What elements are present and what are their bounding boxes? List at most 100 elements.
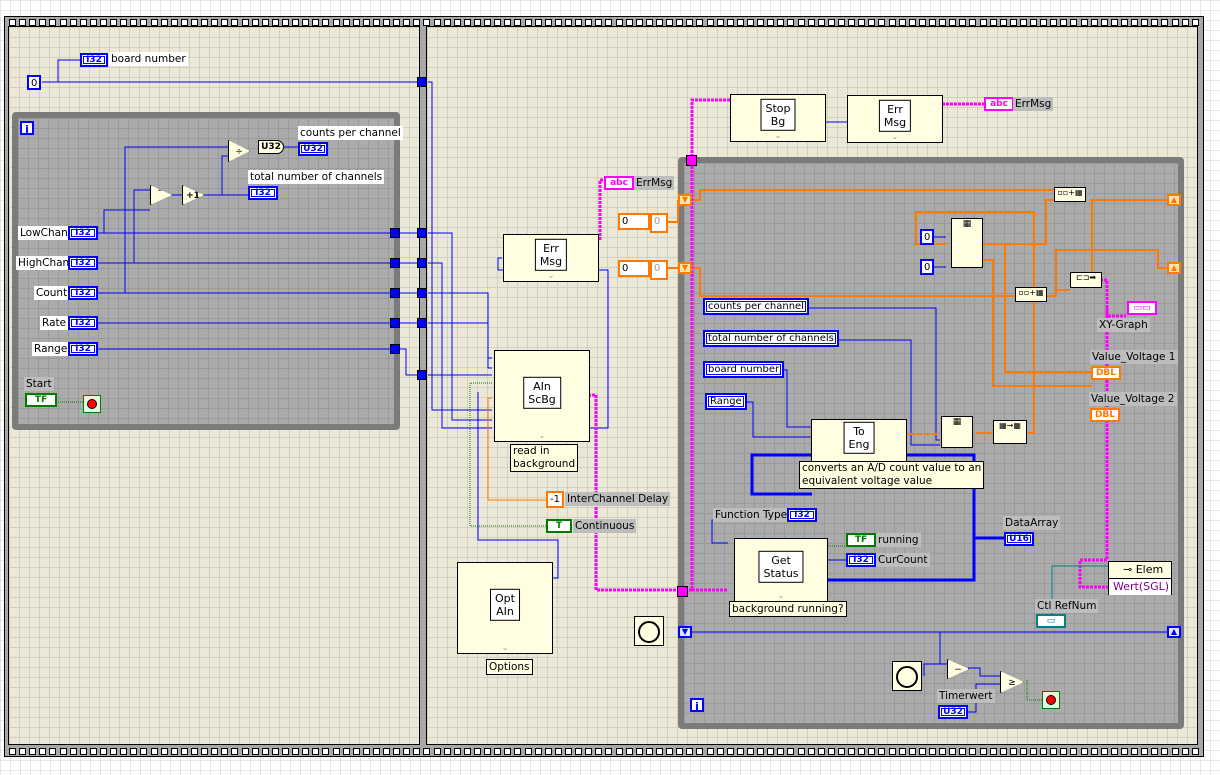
shift-register-right-1[interactable]: ▲: [1167, 194, 1181, 206]
filmstrip-hole: [949, 18, 957, 26]
filmstrip-hole: [928, 747, 936, 755]
total-channels-local-var[interactable]: total number of channels: [703, 330, 839, 347]
filmstrip-hole: [999, 747, 1007, 755]
errmsg-indicator-2[interactable]: abc: [984, 97, 1014, 111]
curcount-indicator[interactable]: I32: [846, 553, 876, 567]
filmstrip-hole: [443, 747, 451, 755]
filmstrip-hole: [231, 747, 239, 755]
filmstrip-hole: [676, 18, 684, 26]
filmstrip-hole: [110, 747, 118, 755]
range-control[interactable]: I32: [68, 342, 98, 356]
shift-register-right-2[interactable]: ▲: [1167, 262, 1181, 274]
err-msg-subvi-1[interactable]: Err Msg ⌄: [503, 234, 599, 282]
filmstrip-hole: [544, 18, 552, 26]
filmstrip-hole: [666, 747, 674, 755]
filmstrip-hole: [635, 18, 643, 26]
shift-register-timer-left[interactable]: ▼: [678, 626, 692, 638]
filmstrip-hole: [474, 747, 482, 755]
ain-scbg-subvi[interactable]: AIn ScBg ⌄: [494, 350, 590, 442]
to-eng-subvi[interactable]: To Eng: [811, 419, 907, 463]
filmstrip-hole: [827, 747, 835, 755]
filmstrip-hole: [484, 18, 492, 26]
stop-bg-subvi[interactable]: Stop Bg ⌄: [730, 94, 826, 142]
data-array-indicator[interactable]: U16: [1004, 532, 1034, 546]
shift-register-timer-right[interactable]: ▲: [1167, 626, 1181, 638]
shift-register-const-1[interactable]: 0: [618, 213, 650, 230]
property-node-header: ⊸ Elem: [1109, 562, 1171, 579]
property-value-sgl[interactable]: Wert(SGL): [1109, 579, 1171, 595]
get-status-subvi[interactable]: Get Status ⌄: [734, 538, 828, 602]
filmstrip-hole: [736, 747, 744, 755]
filmstrip-hole: [453, 747, 461, 755]
continuous-constant[interactable]: T: [546, 519, 572, 533]
filmstrip-hole: [251, 18, 259, 26]
counts-per-channel-local-var[interactable]: counts per channel: [703, 298, 809, 315]
lowchan-control[interactable]: I32: [68, 226, 98, 240]
function-type-control[interactable]: I32: [787, 508, 817, 522]
timerwert-control[interactable]: U32: [938, 705, 968, 719]
rate-control[interactable]: I32: [68, 316, 98, 330]
errmsg-indicator-1[interactable]: abc: [604, 176, 634, 190]
filmstrip-hole: [524, 18, 532, 26]
total-channels-local[interactable]: I32: [248, 186, 278, 200]
while-loop-1[interactable]: [12, 112, 400, 430]
property-class: Elem: [1135, 563, 1164, 576]
filmstrip-hole: [19, 18, 27, 26]
value-voltage-1-indicator[interactable]: DBL: [1091, 366, 1121, 380]
counts-per-channel-local[interactable]: U32: [298, 142, 328, 156]
tick-count-icon[interactable]: [634, 616, 664, 646]
ctl-refnum-control[interactable]: ▭: [1036, 614, 1066, 628]
build-array-node-2[interactable]: ▫▫+▦: [1015, 287, 1047, 302]
range-local-var[interactable]: Range: [705, 393, 747, 410]
filmstrip-hole: [767, 747, 775, 755]
board-number-local-var[interactable]: board number: [703, 361, 785, 378]
filmstrip-hole: [1040, 747, 1048, 755]
filmstrip-hole: [231, 18, 239, 26]
board-number-local-terminal[interactable]: I32: [80, 53, 108, 67]
expand-chevron-icon: ⌄: [501, 643, 509, 652]
index-constant-1[interactable]: 0: [920, 229, 934, 245]
curcount-label: CurCount: [876, 553, 930, 567]
build-array-node-1[interactable]: ▫▫+▦: [1054, 187, 1086, 202]
tunnel-range: [390, 344, 400, 354]
interchannel-delay-constant[interactable]: -1: [546, 491, 564, 508]
filmstrip-hole: [554, 18, 562, 26]
filmstrip-hole: [39, 18, 47, 26]
filmstrip-hole: [1151, 18, 1159, 26]
filmstrip-hole: [150, 18, 158, 26]
filmstrip-hole: [332, 18, 340, 26]
opt-ain-subvi[interactable]: Opt AIn ⌄: [457, 562, 553, 654]
tick-count-icon-loop[interactable]: [892, 661, 922, 691]
to-u32-node[interactable]: U32: [258, 140, 284, 154]
shift-register-const-2[interactable]: 0: [618, 260, 650, 277]
ain-scbg-caption: read in background: [510, 444, 579, 472]
index-array-node[interactable]: ▦: [951, 218, 983, 268]
reshape-array-node[interactable]: ▦: [941, 416, 973, 448]
index-constant-2[interactable]: 0: [920, 259, 934, 275]
err-msg-subvi-2[interactable]: Err Msg ⌄: [847, 95, 943, 143]
filmstrip-hole: [848, 747, 856, 755]
count-control[interactable]: I32: [68, 286, 98, 300]
running-indicator[interactable]: TF: [846, 533, 876, 547]
shift-register-left-2[interactable]: ▼: [678, 262, 692, 274]
xy-graph-terminal[interactable]: ▭▭: [1127, 301, 1157, 315]
filmstrip-hole: [787, 18, 795, 26]
shift-register-left-1[interactable]: ▼: [678, 194, 692, 206]
start-control[interactable]: TF: [25, 393, 57, 407]
filmstrip-hole: [372, 747, 380, 755]
board-number-constant[interactable]: 0: [27, 75, 41, 90]
property-node[interactable]: ⊸ Elem Wert(SGL): [1108, 561, 1172, 595]
filmstrip-hole: [1151, 747, 1159, 755]
filmstrip-hole: [989, 18, 997, 26]
board-number-label: board number: [109, 52, 188, 66]
highchan-control[interactable]: I32: [68, 256, 98, 270]
bundle-node[interactable]: ⊏⊐➡: [1070, 272, 1102, 288]
filmstrip-hole: [453, 18, 461, 26]
value-voltage-2-indicator[interactable]: DBL: [1090, 408, 1120, 422]
loop-stop-terminal-1[interactable]: [83, 395, 101, 413]
transpose-array-node[interactable]: ▦→▦: [993, 420, 1027, 444]
loop-stop-terminal-2[interactable]: [1042, 691, 1060, 709]
filmstrip-hole: [1141, 18, 1149, 26]
filmstrip-hole: [898, 18, 906, 26]
filmstrip-hole: [1060, 747, 1068, 755]
